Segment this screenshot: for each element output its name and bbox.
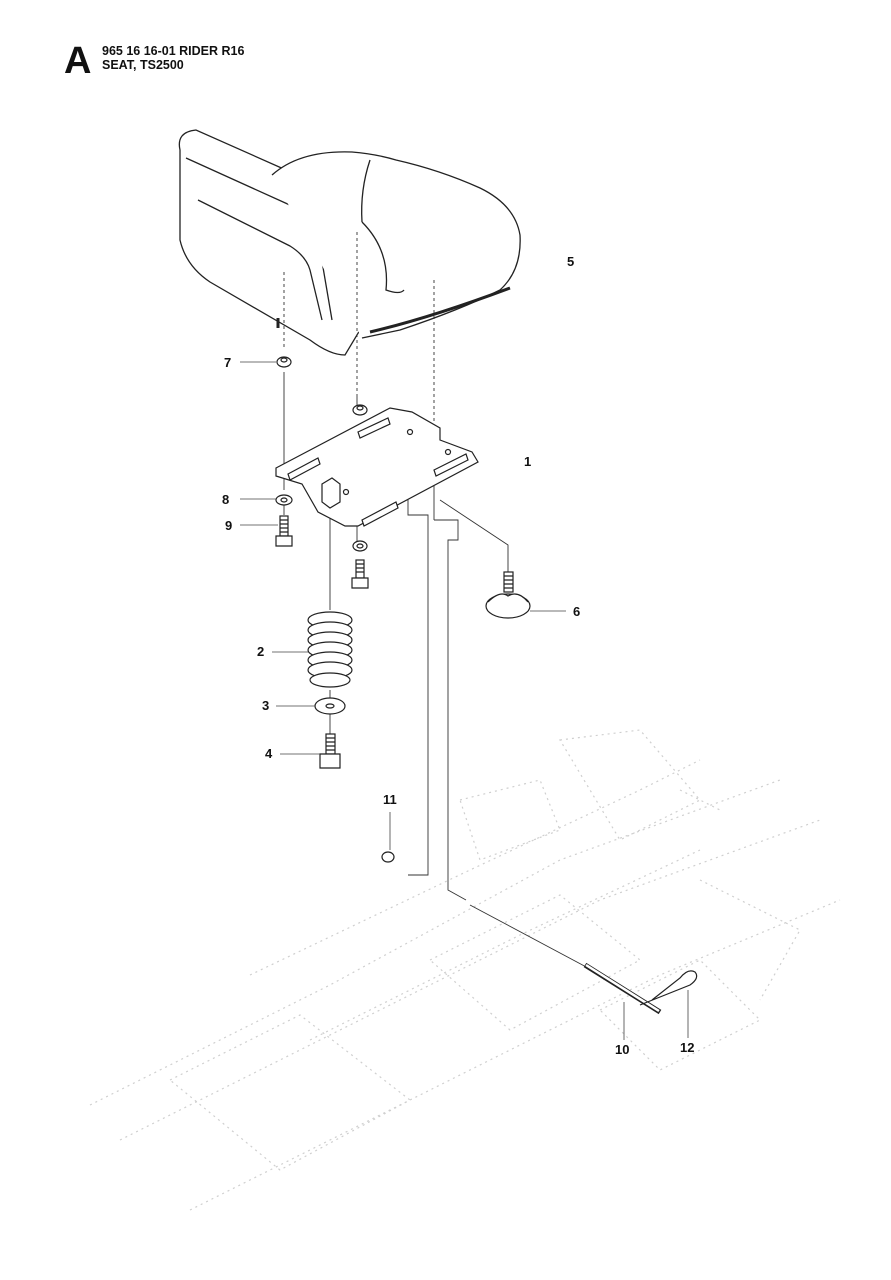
model-line: 965 16 16-01 RIDER R16 (102, 44, 245, 58)
callout-8: 8 (222, 492, 229, 507)
callout-11: 11 (383, 792, 397, 807)
callout-6: 6 (573, 604, 580, 619)
callout-labels: 1 2 3 4 5 6 7 8 9 10 11 12 (222, 254, 694, 1057)
callout-7: 7 (224, 355, 231, 370)
spring-coils (307, 611, 353, 688)
callout-2: 2 (257, 644, 264, 659)
assembly-line: SEAT, TS2500 (102, 58, 184, 72)
callout-9: 9 (225, 518, 232, 533)
section-letter: A (64, 40, 92, 82)
seat-part-5 (178, 129, 521, 356)
background-chassis-ghost (89, 729, 841, 1211)
mounting-plate-part-1 (275, 407, 479, 527)
callout-5: 5 (567, 254, 574, 269)
title-block: 965 16 16-01 RIDER R16 SEAT, TS2500 (102, 44, 244, 72)
hardware-parts (275, 356, 698, 1015)
callout-10: 10 (615, 1042, 629, 1057)
callout-leader-lines (240, 361, 689, 1040)
callout-3: 3 (262, 698, 269, 713)
callout-1: 1 (524, 454, 531, 469)
callout-12: 12 (680, 1040, 694, 1055)
callout-4: 4 (265, 746, 273, 761)
